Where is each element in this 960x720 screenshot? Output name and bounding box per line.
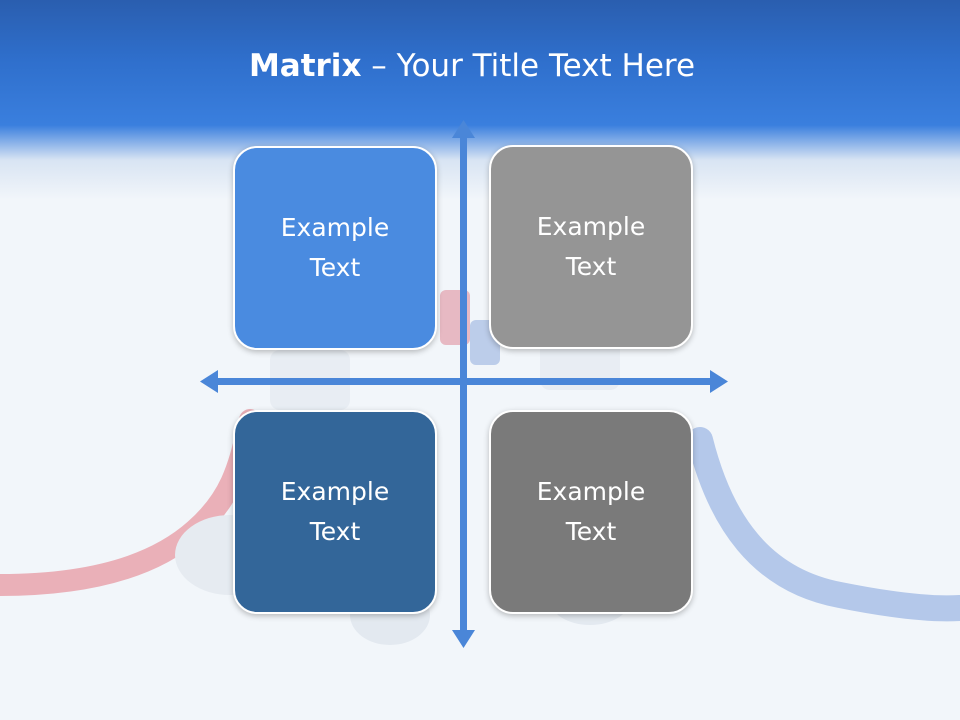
quadrant-top-left: Example Text <box>233 146 437 350</box>
quadrant-bottom-left: Example Text <box>233 410 437 614</box>
quadrant-top-right: Example Text <box>489 145 693 349</box>
title-bold: Matrix <box>248 48 362 84</box>
title-rest: – Your Title Text Here <box>361 48 696 84</box>
arrow-left-head <box>200 370 218 393</box>
arrow-up-head <box>452 120 475 138</box>
quadrant-bottom-right: Example Text <box>489 410 693 614</box>
header-band <box>0 0 960 200</box>
horizontal-axis-line <box>214 378 714 385</box>
arrow-right-head <box>710 370 728 393</box>
slide-title: Matrix – Your Title Text Here <box>0 48 944 84</box>
arrow-down-head <box>452 630 475 648</box>
